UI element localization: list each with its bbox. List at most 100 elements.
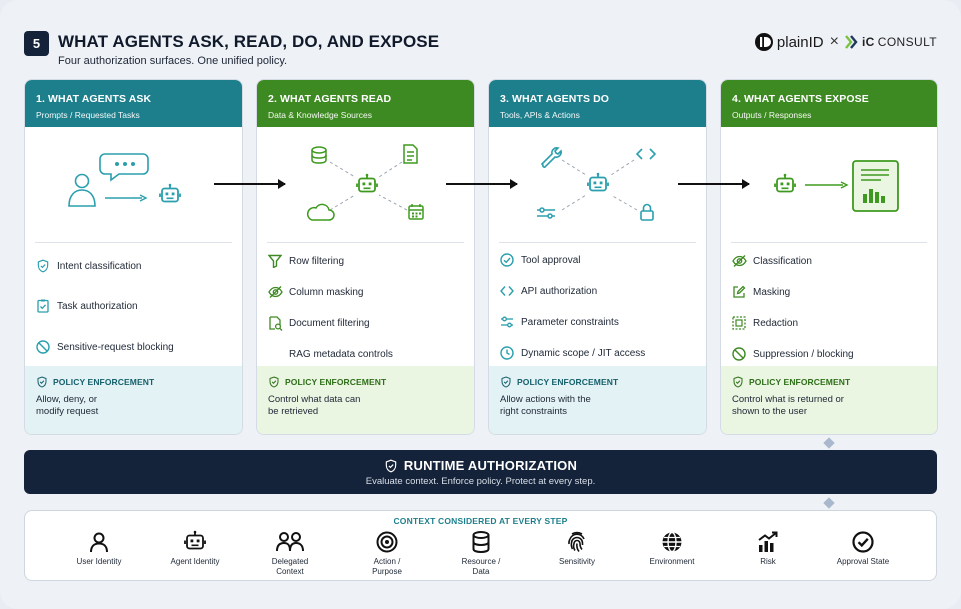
step-badge: 5 (24, 31, 49, 56)
feature-suppression: Suppression / blocking (731, 345, 854, 363)
policy-enforcement: POLICY ENFORCEMENT Allow actions with th… (489, 366, 706, 434)
context-risk: Risk (728, 529, 808, 567)
context-agent-identity: Agent Identity (155, 529, 235, 567)
shield-check-icon (501, 376, 511, 388)
card-title: 4. WHAT AGENTS EXPOSE (732, 93, 869, 105)
card-subtitle: Tools, APIs & Actions (500, 110, 580, 120)
card-subtitle: Data & Knowledge Sources (268, 110, 372, 120)
context-label: Action / Purpose (372, 557, 402, 576)
feature-document-filtering: Document filtering (267, 314, 370, 332)
check-circle-icon (823, 529, 903, 555)
shield-check-icon (385, 459, 397, 472)
partner-logos: plainID × iC CONSULT (754, 31, 937, 53)
context-resource-data: Resource / Data (441, 529, 521, 577)
context-panel: CONTEXT CONSIDERED AT EVERY STEP User Id… (24, 510, 937, 581)
feature-label: Document filtering (289, 317, 370, 329)
expose-illustration (774, 160, 899, 212)
feature-label: Column masking (289, 286, 364, 298)
policy-title: POLICY ENFORCEMENT (53, 377, 155, 387)
ask-illustration (68, 153, 181, 207)
feature-tool-approval: Tool approval (499, 251, 580, 269)
feature-label: API authorization (521, 285, 598, 297)
feature-classification: Classification (731, 252, 812, 270)
context-label: Risk (760, 557, 776, 566)
clipboard-check-icon (35, 298, 51, 314)
feature-task-authorization: Task authorization (35, 297, 138, 315)
context-delegated-context: Delegated Context (250, 529, 330, 577)
page-subtitle: Four authorization surfaces. One unified… (58, 55, 288, 67)
ic-consult-suffix: CONSULT (877, 35, 937, 49)
feature-api-authorization: API authorization (499, 282, 597, 300)
shield-check-icon (37, 376, 47, 388)
card-expose: 4. WHAT AGENTS EXPOSE Outputs / Response… (720, 79, 938, 435)
feature-label: Task authorization (57, 300, 138, 312)
card-ask: 1. WHAT AGENTS ASK Prompts / Requested T… (24, 79, 243, 435)
feature-sensitive-request-blocking: Sensitive-request blocking (35, 338, 174, 356)
context-environment: Environment (632, 529, 712, 567)
card-header: 3. WHAT AGENTS DO Tools, APIs & Actions (489, 80, 706, 127)
connector-lines (329, 161, 408, 211)
chart-trend-icon (728, 529, 808, 555)
users-icon (250, 529, 330, 555)
card-title: 3. WHAT AGENTS DO (500, 93, 610, 105)
flow-arrow-2 (446, 179, 518, 189)
divider (731, 242, 927, 243)
feature-rag-metadata-controls: RAG metadata controls (267, 345, 393, 363)
runtime-subtitle: Evaluate context. Enforce policy. Protec… (365, 476, 596, 487)
block-icon (731, 346, 747, 362)
runtime-authorization-bar: RUNTIME AUTHORIZATION Evaluate context. … (24, 450, 937, 494)
policy-title: POLICY ENFORCEMENT (285, 377, 387, 387)
robot-icon (587, 172, 609, 192)
feature-label: Dynamic scope / JIT access (521, 347, 646, 359)
divider (267, 242, 464, 243)
fingerprint-icon (537, 529, 617, 555)
context-user-identity: User Identity (59, 529, 139, 567)
wrench-icon (540, 147, 562, 168)
policy-title: POLICY ENFORCEMENT (749, 377, 851, 387)
card-subtitle: Outputs / Responses (732, 110, 812, 120)
calendar-icon (408, 204, 424, 220)
read-illustration (306, 144, 424, 221)
feature-row-filtering: Row filtering (267, 252, 344, 270)
robot-icon (356, 173, 378, 193)
feature-label: Tool approval (521, 254, 581, 266)
context-label: User Identity (76, 557, 122, 566)
sliders-icon (537, 207, 555, 219)
page-title: WHAT AGENTS ASK, READ, DO, AND EXPOSE (58, 32, 440, 51)
context-label: Agent Identity (170, 557, 220, 566)
policy-description: Allow actions with the right constraints (500, 394, 591, 417)
card-title: 2. WHAT AGENTS READ (268, 93, 392, 105)
runtime-title: RUNTIME AUTHORIZATION (403, 458, 578, 473)
feature-parameter-constraints: Parameter constraints (499, 313, 619, 331)
feature-label: Row filtering (289, 255, 345, 267)
shield-check-icon (733, 376, 743, 388)
target-icon (347, 529, 427, 555)
do-illustration (537, 147, 657, 221)
database-icon (441, 529, 521, 555)
context-label: Sensitivity (558, 557, 595, 566)
shield-check-icon (35, 258, 51, 274)
ic-consult-prefix: iC (861, 35, 875, 49)
feature-dynamic-scope: Dynamic scope / JIT access (499, 344, 645, 362)
redaction-icon (731, 315, 747, 331)
filter-icon (267, 253, 283, 269)
check-circle-icon (499, 252, 515, 268)
eye-off-icon (731, 253, 747, 269)
context-label: Environment (649, 557, 695, 566)
cloud-icon (306, 203, 335, 221)
feature-redaction: Redaction (731, 314, 798, 332)
card-read: 2. WHAT AGENTS READ Data & Knowledge Sou… (256, 79, 475, 435)
database-icon (311, 146, 327, 164)
logo-separator: × (829, 33, 839, 50)
feature-label: Parameter constraints (521, 316, 619, 328)
shield-check-icon (269, 376, 279, 388)
globe-icon (632, 529, 712, 555)
user-icon (68, 173, 96, 207)
connector-diamond (823, 497, 835, 509)
policy-description: Control what data can be retrieved (268, 394, 361, 417)
header: 5 WHAT AGENTS ASK, READ, DO, AND EXPOSE … (24, 31, 937, 71)
feature-label: Masking (753, 286, 791, 298)
clock-icon (499, 345, 515, 361)
context-label: Resource / Data (461, 557, 501, 576)
plainid-logo: plainID (754, 32, 824, 52)
